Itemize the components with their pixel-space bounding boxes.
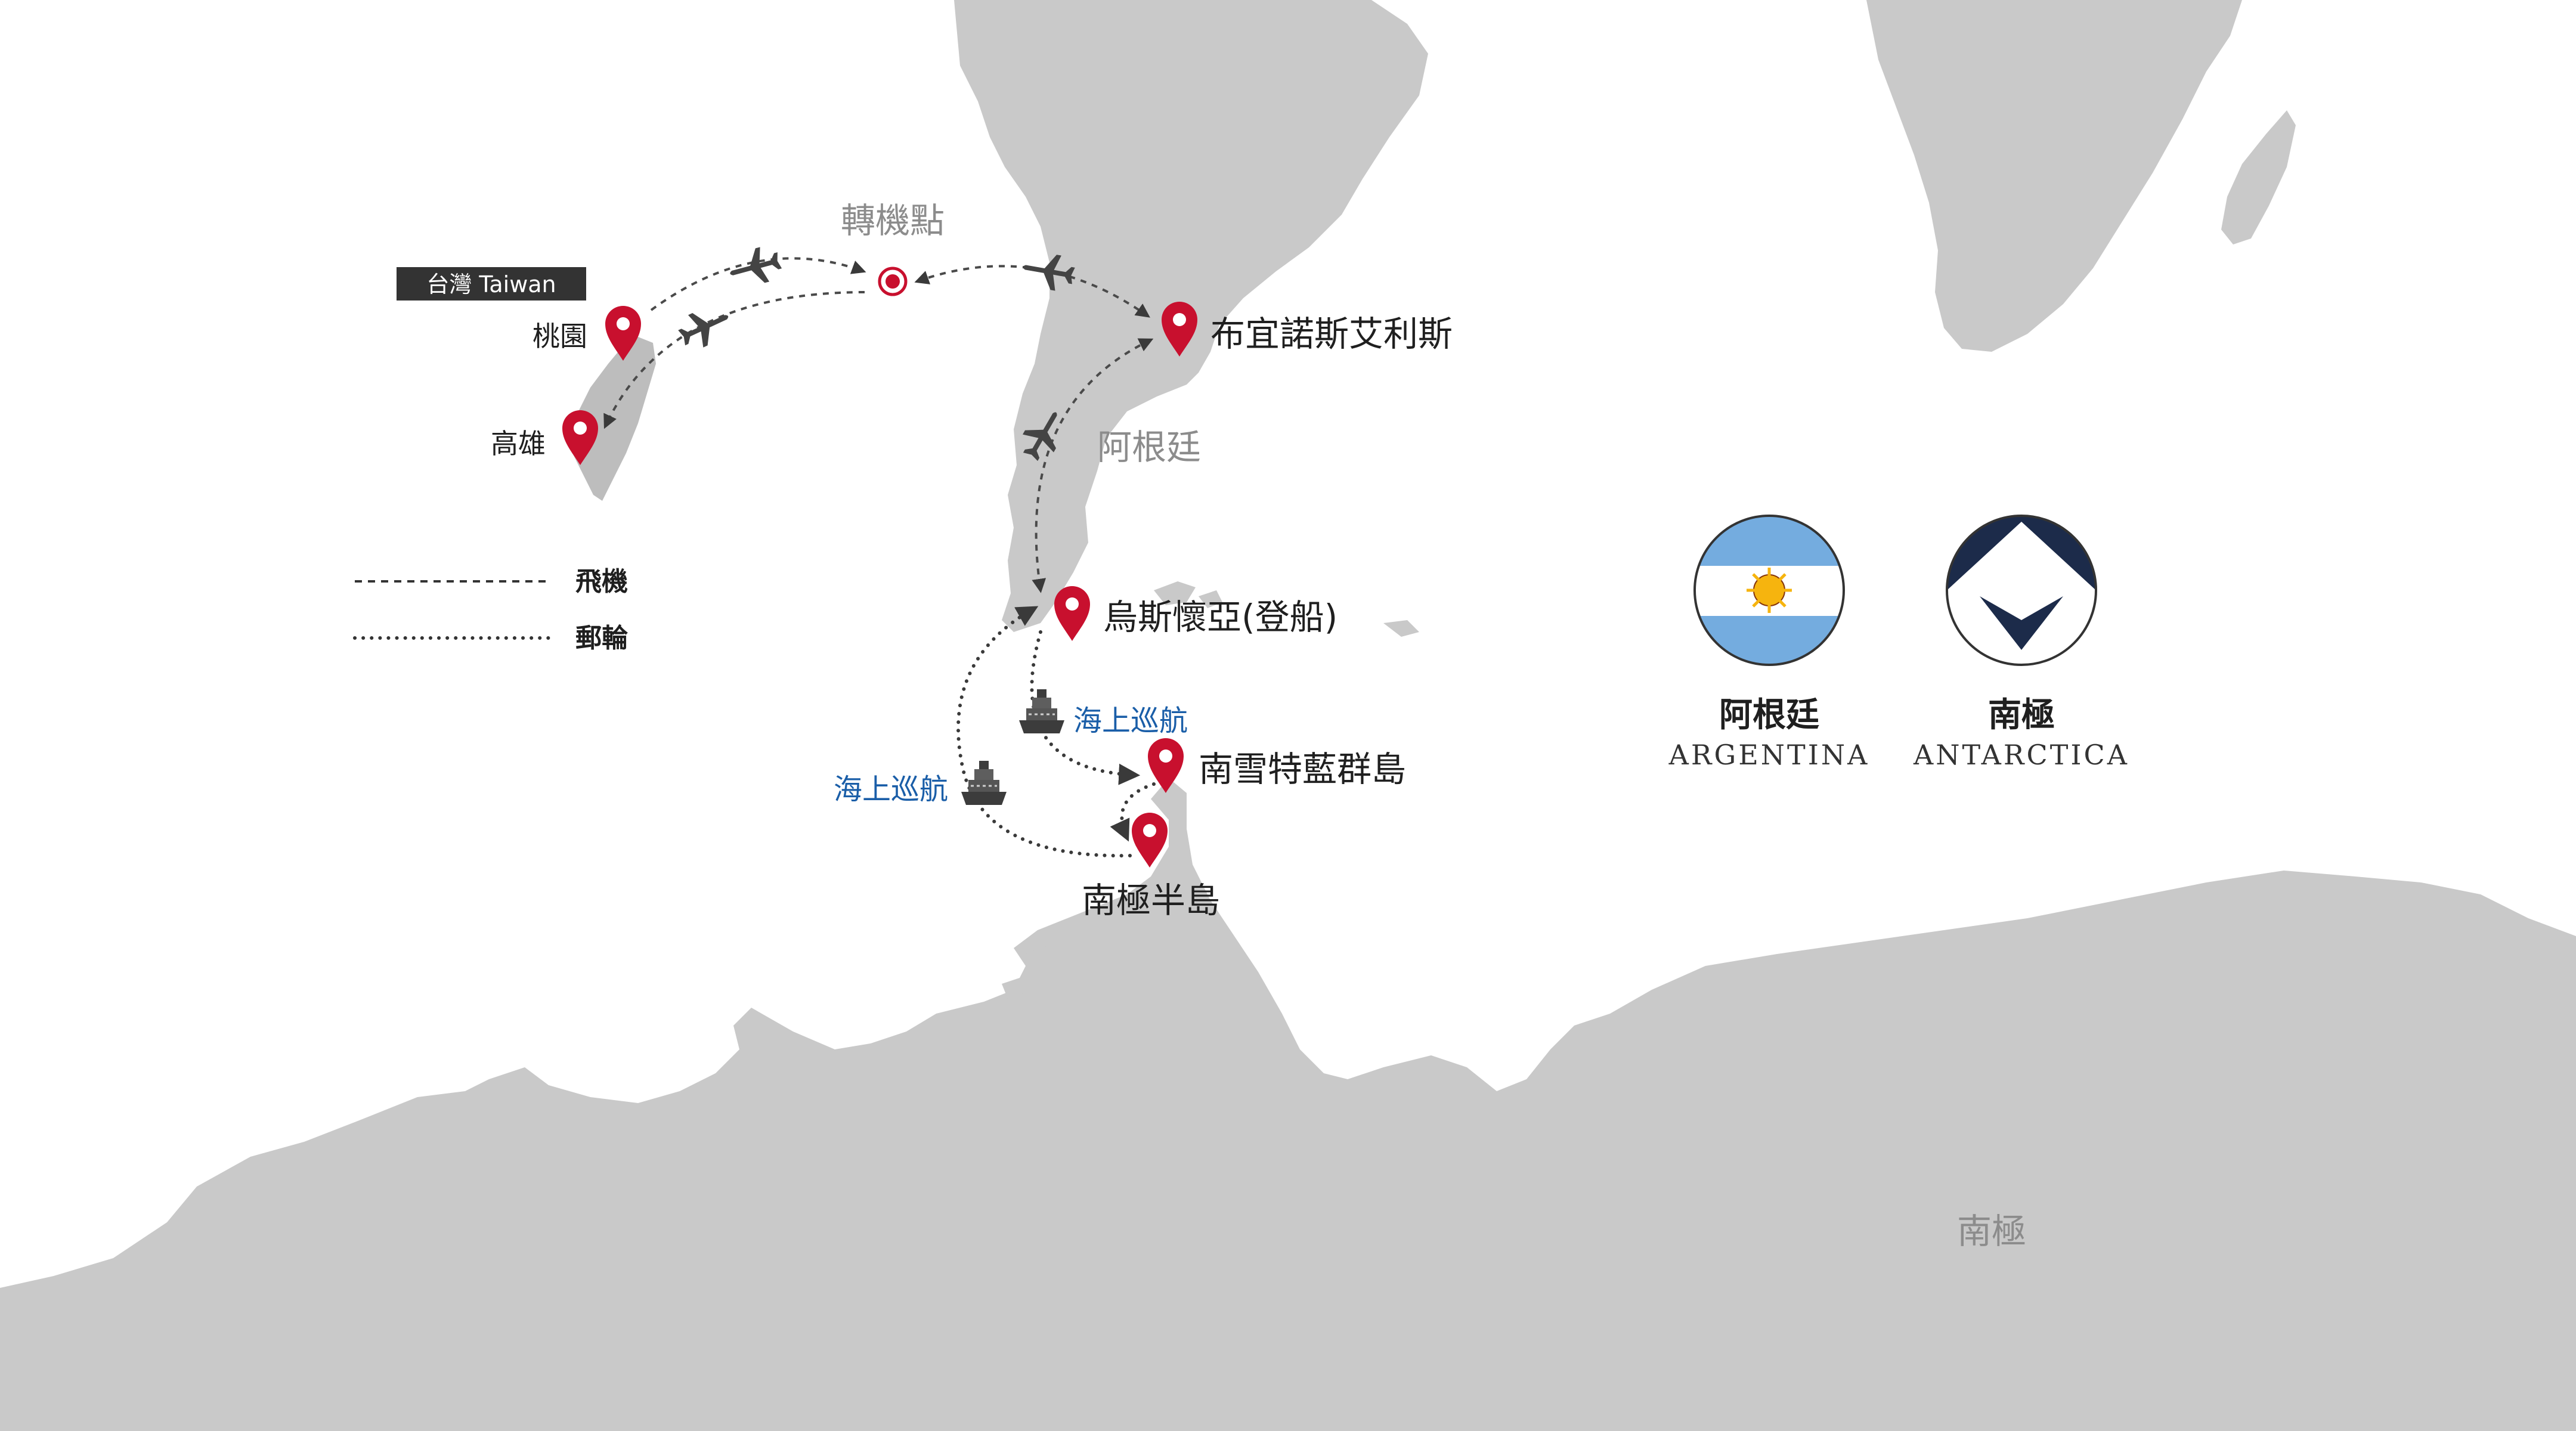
- transfer-point-icon: [878, 267, 908, 296]
- taiwan-badge: 台灣 Taiwan: [397, 267, 586, 301]
- antarctica-landmass: [0, 778, 2576, 1431]
- label-south-shetland: 南雪特藍群島: [1199, 749, 1406, 789]
- ship-icon: [960, 760, 1008, 806]
- legend-flight-label: 飛機: [575, 566, 628, 597]
- label-cruise-outbound: 海上巡航: [1073, 704, 1188, 738]
- label-antarctica: 南極: [1957, 1211, 2026, 1252]
- falkland-islands: [1154, 581, 1222, 608]
- label-argentina: 阿根廷: [1097, 427, 1201, 467]
- cruise-route-south-shetland-peninsula: [1110, 782, 1156, 842]
- label-buenos-aires: 布宜諾斯艾利斯: [1210, 314, 1453, 354]
- antarctica-emblem: 南極 ANTARCTICA: [1913, 515, 2129, 771]
- airplane-icon: [674, 300, 736, 354]
- antarctica-emblem-en: ANTARCTICA: [1913, 739, 2129, 771]
- antarctica-emblem-zh: 南極: [1988, 696, 2055, 735]
- label-ushuaia: 烏斯懷亞(登船): [1103, 597, 1337, 637]
- flight-route-taoyuan-transfer: [650, 257, 866, 311]
- label-cruise-return: 海上巡航: [834, 773, 948, 806]
- ship-icon: [1018, 688, 1066, 735]
- sun-icon: [1747, 568, 1792, 613]
- label-taoyuan: 桃園: [532, 320, 587, 352]
- label-antarctic-peninsula: 南極半島: [1082, 880, 1220, 921]
- cruise-route-ushuaia-south-shetland: [1030, 630, 1141, 785]
- legend-cruise-label: 郵輪: [575, 623, 628, 653]
- madagascar-landmass: [2221, 110, 2296, 244]
- cruise-routes: [956, 606, 1156, 858]
- legend: 飛機 郵輪: [353, 566, 628, 653]
- argentina-emblem-en: ARGENTINA: [1668, 739, 1870, 771]
- taiwan-badge-label: 台灣 Taiwan: [426, 271, 556, 298]
- africa-landmass: [1866, 0, 2242, 352]
- argentina-flag-emblem: 阿根廷 ARGENTINA: [1668, 515, 1870, 771]
- airplane-icon: [725, 243, 785, 291]
- argentina-emblem-zh: 阿根廷: [1719, 696, 1819, 735]
- south-georgia-island: [1383, 620, 1419, 637]
- flight-route-buenos-aires-ushuaia: [1032, 338, 1154, 593]
- label-transfer-point: 轉機點: [841, 200, 945, 241]
- location-pin-icon: [1054, 586, 1090, 641]
- label-kaohsiung: 高雄: [491, 428, 546, 460]
